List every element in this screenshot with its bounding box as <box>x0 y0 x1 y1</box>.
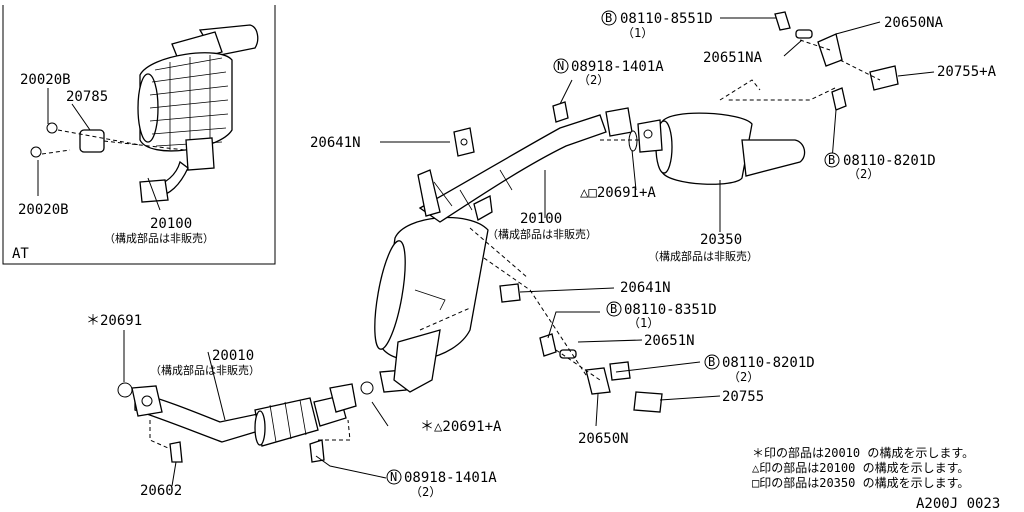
main-assembly: B N B B B N <box>117 10 935 487</box>
legend: ＊印の部品は20010 の構成を示します。 △印の部品は20100 の構成を示し… <box>752 445 1000 512</box>
label-08110-8201d-mid: 08110-8201D <box>722 355 815 371</box>
label-08918-1401a-top: 08918-1401A <box>571 59 664 75</box>
legend-line-1: ＊印の部品は20010 の構成を示します。 <box>752 445 974 460</box>
inset-at-panel: AT 20020B 20785 20020B 20100 （構成部品は非販売） <box>2 5 276 265</box>
label-20100: 20100 <box>520 211 562 227</box>
label-08110-8551d: 08110-8551D <box>620 11 713 27</box>
inset-label: AT <box>12 246 29 262</box>
qty-08110-8551d: （1） <box>622 26 653 40</box>
label-20691a-square: △□20691+A <box>580 185 656 201</box>
label-20010: 20010 <box>212 348 254 364</box>
legend-line-3: □印の部品は20350 の構成を示します。 <box>752 475 969 490</box>
label-20020b-top: 20020B <box>20 72 71 88</box>
label-inset-20100: 20100 <box>150 216 192 232</box>
qty-08918-1401a-top: （2） <box>578 73 609 87</box>
note-20350: （構成部品は非販売） <box>648 249 758 263</box>
nut-symbol-top: N <box>557 59 564 73</box>
label-20651n: 20651N <box>644 333 695 349</box>
diagram-code: A200J 0023 <box>916 496 1000 512</box>
label-20691a-star: ＊△20691+A <box>420 419 502 435</box>
label-20350: 20350 <box>700 232 742 248</box>
part-labels: 08110-8551D （1） 20650NA 20651NA 20755+A … <box>86 11 997 499</box>
qty-08918-1401a-bottom: （2） <box>410 485 441 499</box>
label-08110-8201d-top: 08110-8201D <box>843 153 936 169</box>
bolt-symbol-8551d: B <box>605 11 612 25</box>
label-20602: 20602 <box>140 483 182 499</box>
bolt-symbol-8201d-mid: B <box>708 355 715 369</box>
note-20010: （構成部品は非販売） <box>150 363 260 377</box>
note-inset-20100: （構成部品は非販売） <box>104 231 214 245</box>
label-20020b-bottom: 20020B <box>18 202 69 218</box>
nut-symbol-bottom: N <box>390 470 397 484</box>
qty-08110-8201d-top: （2） <box>848 167 879 181</box>
label-20785: 20785 <box>66 89 108 105</box>
label-20641n-top: 20641N <box>310 135 361 151</box>
bolt-symbol-8351d: B <box>610 302 617 316</box>
label-20755a: 20755+A <box>937 64 997 80</box>
qty-08110-8351d: （1） <box>628 316 659 330</box>
label-20691-star: ＊20691 <box>86 313 142 329</box>
label-08918-1401a-bottom: 08918-1401A <box>404 470 497 486</box>
note-20100: （構成部品は非販売） <box>487 227 597 241</box>
label-20755: 20755 <box>722 389 764 405</box>
label-08110-8351d: 08110-8351D <box>624 302 717 318</box>
label-20650na: 20650NA <box>884 15 944 31</box>
label-20651na: 20651NA <box>703 50 763 66</box>
label-20641n-mid: 20641N <box>620 280 671 296</box>
legend-line-2: △印の部品は20100 の構成を示します。 <box>752 460 969 475</box>
label-20650n: 20650N <box>578 431 629 447</box>
qty-08110-8201d-mid: （2） <box>728 370 759 384</box>
bolt-symbol-8201d-top: B <box>828 153 835 167</box>
